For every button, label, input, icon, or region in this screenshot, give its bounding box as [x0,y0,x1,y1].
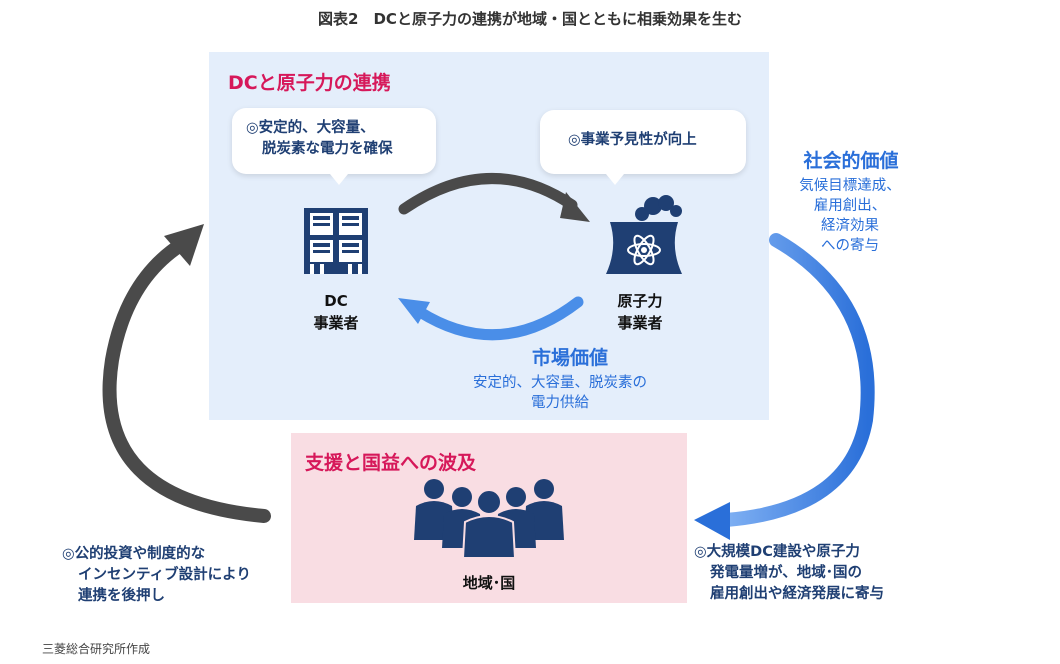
arrow-social-to-region [694,233,875,540]
dc-operator-label: DC 事業者 [296,290,376,334]
note-economic-effect-line-3: 雇用創出や経済発展に寄与 [710,586,884,602]
nuclear-plant-icon [606,195,682,274]
people-group-icon [414,479,564,559]
market-value-title: 市場価値 [531,347,608,369]
arrow-dc-to-nuclear [398,173,590,222]
note-public-support-line-2: インセンティブ設計により [78,567,251,583]
bubble-tail [606,174,624,185]
figure-title: 図表2 DCと原子力の連携が地域・国とともに相乗効果を生む [318,10,742,28]
social-value-line-1: 気候目標達成、 [799,178,901,194]
nuclear-benefit-bubble: ◎事業予見性が向上 [540,110,746,185]
dc-operator-line-2: 事業者 [313,314,359,332]
note-public-support-line-3: 連携を後押し [78,588,165,604]
building-icon [304,208,368,274]
dc-nuclear-heading: DCと原子力の連携 [228,72,391,94]
note-economic-effect-line-2: 発電量増が、地域･国の [710,565,862,581]
dc-benefit-bubble: ◎安定的、大容量、 脱炭素な電力を確保 [232,108,436,185]
note-economic-effect: ◎大規模DC建設や原子力 発電量増が、地域･国の 雇用創出や経済発展に寄与 [694,542,884,605]
social-value-line-4: への寄与 [821,238,879,254]
dc-benefit-line-2: 脱炭素な電力を確保 [262,141,393,157]
social-value-description: 気候目標達成、 雇用創出、 経済効果 への寄与 [780,176,920,256]
social-value-title: 社会的価値 [803,150,899,172]
nuclear-benefit-text: ◎事業予見性が向上 [568,132,697,148]
arrow-support-to-panel [102,224,271,523]
region-nation-label: 地域･国 [462,574,516,592]
bubble-tail [330,174,348,185]
source-note: 三菱総合研究所作成 [42,642,151,656]
social-value-line-3: 経済効果 [821,218,879,234]
market-value-line-2: 電力供給 [531,395,589,411]
note-public-support: ◎公的投資や制度的な インセンティブ設計により 連携を後押し [62,544,251,607]
social-value-line-2: 雇用創出、 [813,198,887,214]
arrow-nuclear-to-dc [398,296,584,341]
nuclear-operator-line-1: 原子力 [617,292,663,310]
note-public-support-line-1: ◎公的投資や制度的な [62,546,206,562]
note-economic-effect-line-1: ◎大規模DC建設や原子力 [694,544,860,560]
nuclear-operator-label: 原子力 事業者 [600,290,680,334]
dc-benefit-line-1: ◎安定的、大容量、 [246,120,375,136]
market-value-description: 安定的、大容量、脱炭素の 電力供給 [440,373,680,413]
market-value-line-1: 安定的、大容量、脱炭素の [473,375,647,391]
dc-operator-line-1: DC [324,292,348,310]
region-nation-heading: 支援と国益への波及 [305,452,477,474]
nuclear-operator-line-2: 事業者 [617,314,663,332]
